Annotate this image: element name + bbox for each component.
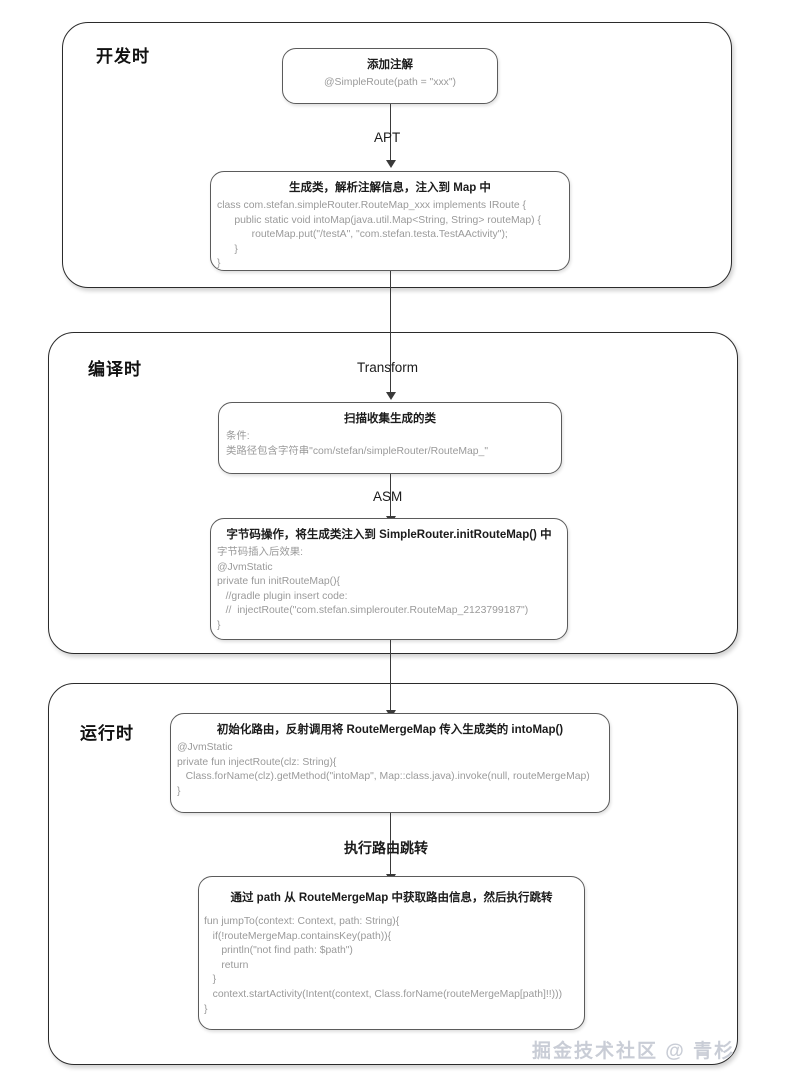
- edge-label-apt: APT: [374, 130, 401, 145]
- node-title-bytecode-inject: 字节码操作，将生成类注入到 SimpleRouter.initRouteMap(…: [226, 529, 552, 541]
- node-title-jump-to: 通过 path 从 RouteMergeMap 中获取路由信息，然后执行跳转: [230, 892, 553, 904]
- edge-transform-line: [390, 271, 392, 394]
- edge-transform-arrowhead: [385, 392, 396, 400]
- node-code-jump-to: fun jumpTo(context: Context, path: Strin…: [204, 916, 563, 1015]
- node-code-generate-class: class com.stefan.simpleRouter.RouteMap_x…: [217, 200, 541, 270]
- watermark: 掘金技术社区 @ 青杉: [532, 1041, 736, 1062]
- edge-apt-arrowhead: [385, 160, 396, 168]
- edge-label-transform: Transform: [357, 360, 419, 375]
- edge-label-asm: ASM: [373, 489, 403, 504]
- edge-label-do-jump: 执行路由跳转: [344, 840, 428, 856]
- node-code-scan-classes: 条件: 类路径包含字符串"com/stefan/simpleRouter/Rou…: [226, 431, 489, 457]
- edge-apt-line: [390, 104, 392, 162]
- node-generate-class[interactable]: 生成类，解析注解信息，注入到 Map 中 class com.stefan.si…: [210, 171, 570, 271]
- edge-asm-line: [390, 474, 392, 518]
- stage-label-compile: 编译时: [88, 360, 142, 379]
- node-title-init-route: 初始化路由，反射调用将 RouteMergeMap 传入生成类的 intoMap…: [216, 724, 564, 736]
- stage-label-runtime: 运行时: [80, 724, 134, 743]
- node-title-scan-classes: 扫描收集生成的类: [344, 413, 436, 425]
- edge-to-runtime-line: [390, 640, 392, 712]
- edge-do-jump-line: [390, 813, 392, 876]
- node-add-annotation[interactable]: 添加注解 @SimpleRoute(path = "xxx"): [282, 48, 498, 104]
- node-title-generate-class: 生成类，解析注解信息，注入到 Map 中: [289, 182, 491, 194]
- node-jump-to[interactable]: 通过 path 从 RouteMergeMap 中获取路由信息，然后执行跳转 f…: [198, 876, 585, 1030]
- node-init-route[interactable]: 初始化路由，反射调用将 RouteMergeMap 传入生成类的 intoMap…: [170, 713, 610, 813]
- node-title-add-annotation: 添加注解: [367, 59, 413, 71]
- node-scan-classes[interactable]: 扫描收集生成的类 条件: 类路径包含字符串"com/stefan/simpleR…: [218, 402, 562, 474]
- node-code-init-route: @JvmStatic private fun injectRoute(clz: …: [177, 742, 590, 797]
- node-bytecode-inject[interactable]: 字节码操作，将生成类注入到 SimpleRouter.initRouteMap(…: [210, 518, 568, 640]
- node-code-bytecode-inject: 字节码插入后效果: @JvmStatic private fun initRou…: [217, 547, 529, 631]
- node-code-add-annotation: @SimpleRoute(path = "xxx"): [324, 77, 456, 88]
- stage-label-dev: 开发时: [96, 47, 150, 66]
